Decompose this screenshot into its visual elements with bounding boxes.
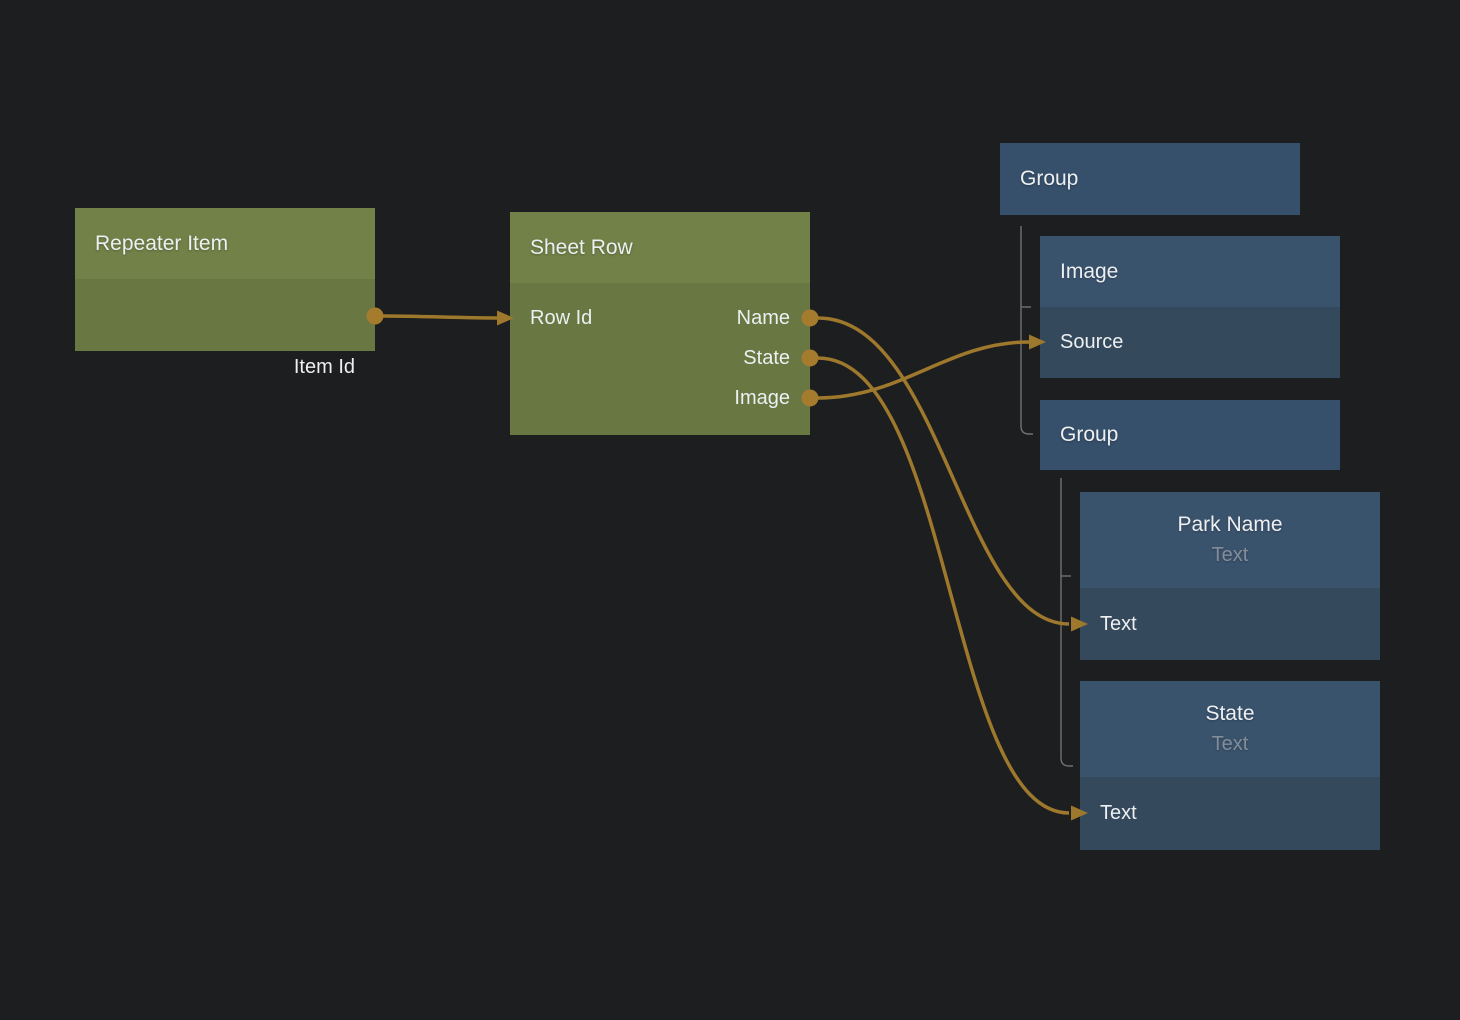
wire-itemid-to-rowid[interactable] <box>382 314 498 320</box>
node-title: Park Name <box>1177 513 1283 536</box>
node-repeater-item-body: Item Id <box>75 279 375 378</box>
wire-image-to-source[interactable] <box>817 340 1030 400</box>
wire-state-to-state-text[interactable] <box>817 356 1070 815</box>
node-repeater-item[interactable]: Repeater Item Item Id <box>75 208 375 378</box>
node-title: Group <box>1060 423 1119 446</box>
row-label-source: Source <box>1060 331 1124 353</box>
input-label-row-id: Row Id <box>530 306 593 329</box>
node-park-name[interactable]: Park Name Text Text <box>1080 492 1380 660</box>
node-image-header: Image <box>1040 236 1340 307</box>
node-image[interactable]: Image Source <box>1040 236 1340 378</box>
node-group-inner[interactable]: Group <box>1040 400 1340 470</box>
port-row-item-id: Item Id <box>75 347 375 387</box>
output-label-name: Name <box>736 306 790 329</box>
output-label-state: State <box>743 346 790 369</box>
node-subtitle: Text <box>1211 733 1249 755</box>
port-row-rowid-name: Row Id Name <box>510 298 810 338</box>
wire-name-to-parkname-text[interactable] <box>817 316 1070 626</box>
port-row-image: Image <box>510 378 810 418</box>
row-label-text: Text <box>1100 802 1137 824</box>
node-state-header: State Text <box>1080 681 1380 777</box>
output-label-image: Image <box>734 386 790 409</box>
node-repeater-item-header: Repeater Item <box>75 208 375 279</box>
row-park-name-text[interactable]: Text <box>1080 588 1380 660</box>
node-sheet-row-header: Sheet Row <box>510 212 810 283</box>
node-title: Repeater Item <box>95 231 229 255</box>
node-state[interactable]: State Text Text <box>1080 681 1380 850</box>
node-sheet-row-body: Row Id Name State Image <box>510 283 810 435</box>
node-title: Group <box>1020 167 1079 190</box>
node-park-name-header: Park Name Text <box>1080 492 1380 588</box>
tree-line-group-outer <box>1020 226 1033 435</box>
node-title: Sheet Row <box>530 235 633 259</box>
row-label-text: Text <box>1100 612 1137 635</box>
row-source[interactable]: Source <box>1040 307 1340 378</box>
node-title: State <box>1205 702 1255 725</box>
node-title: Image <box>1060 259 1119 283</box>
port-row-state: State <box>510 338 810 378</box>
row-state-text[interactable]: Text <box>1080 777 1380 850</box>
node-sheet-row[interactable]: Sheet Row Row Id Name State Image <box>510 212 810 435</box>
node-group-outer[interactable]: Group <box>1000 143 1300 215</box>
node-subtitle: Text <box>1211 544 1249 566</box>
tree-line-group-inner <box>1060 478 1073 767</box>
output-label-item-id: Item Id <box>293 355 355 378</box>
